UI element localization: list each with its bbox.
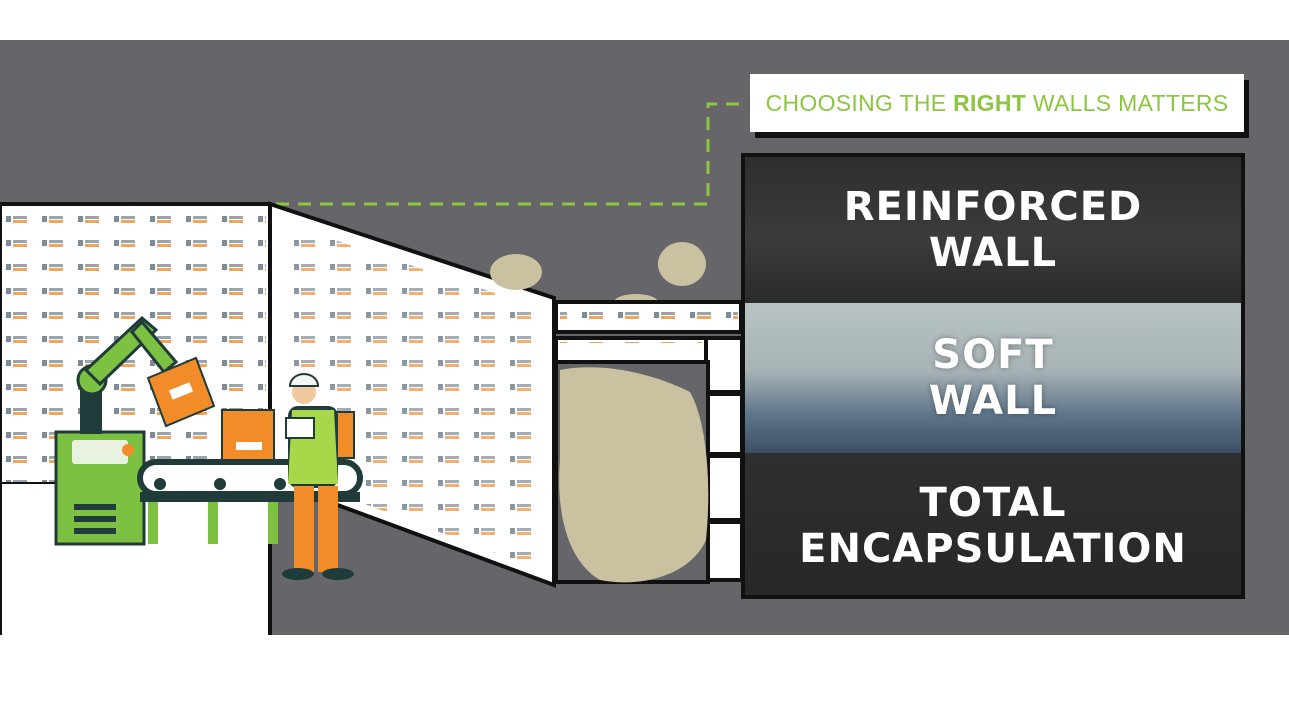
header-banner: CHOOSING THE RIGHT WALLS MATTERS (750, 74, 1244, 132)
wall-options-panel: REINFORCED WALL SOFT WALL TOTAL ENCAPSUL… (741, 153, 1245, 599)
worker-icon (282, 373, 354, 580)
header-prefix: CHOOSING THE (765, 89, 954, 116)
header-title: CHOOSING THE RIGHT WALLS MATTERS (766, 90, 1229, 117)
dust-cloud-icon (559, 367, 709, 583)
connector-line (276, 102, 748, 206)
header-suffix: WALLS MATTERS (1026, 89, 1229, 116)
option-label: REINFORCED WALL (843, 184, 1143, 276)
factory-illustration (0, 102, 748, 635)
option-reinforced-wall[interactable]: REINFORCED WALL (745, 157, 1241, 303)
option-total-encapsulation[interactable]: TOTAL ENCAPSULATION (745, 453, 1241, 595)
option-soft-wall[interactable]: SOFT WALL (745, 303, 1241, 453)
header-emphasis: RIGHT (953, 89, 1027, 116)
option-label: TOTAL ENCAPSULATION (799, 480, 1187, 572)
option-label: SOFT WALL (928, 332, 1058, 424)
